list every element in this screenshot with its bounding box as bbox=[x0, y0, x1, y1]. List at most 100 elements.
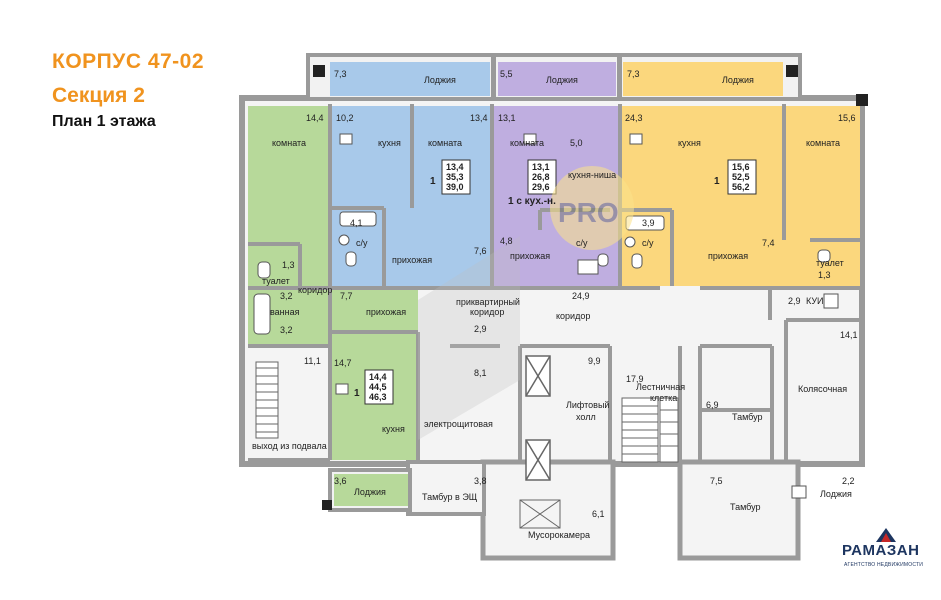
room-area: 13,1 bbox=[498, 113, 516, 123]
room-label: с/у bbox=[576, 238, 588, 248]
room-label: комната bbox=[272, 138, 306, 148]
room-area: 15,6 bbox=[838, 113, 856, 123]
room-area: 6,1 bbox=[592, 509, 605, 519]
apartment-green-top bbox=[248, 106, 418, 344]
room-label: туалет bbox=[262, 276, 290, 286]
room-area: 1,3 bbox=[818, 270, 831, 280]
apartment-rooms: 1 bbox=[354, 388, 360, 399]
room-area: 3,8 bbox=[474, 476, 487, 486]
room-label: комната bbox=[428, 138, 462, 148]
loggia-label: Лоджия bbox=[424, 75, 456, 85]
partitions bbox=[248, 104, 862, 462]
room-area: 6,9 bbox=[706, 400, 719, 410]
apartment-area-with-loggia: 39,0 bbox=[446, 182, 464, 192]
room-label: Мусорокамера bbox=[528, 530, 590, 540]
apartment-total-area: 35,3 bbox=[446, 172, 464, 182]
room-area: 24,9 bbox=[572, 291, 590, 301]
room-label: приквартирный bbox=[456, 297, 520, 307]
plumbing-fixtures bbox=[253, 133, 839, 499]
loggia-area: 7,3 bbox=[627, 69, 640, 79]
floor-plan-title: План 1 этажа bbox=[52, 113, 156, 130]
loggia-label: Лоджия bbox=[546, 75, 578, 85]
room-label: Тамбур bbox=[730, 502, 761, 512]
apartment-total-area: 44,5 bbox=[369, 382, 387, 392]
vent-blocks bbox=[322, 94, 868, 510]
logo-name: РАМАЗАН bbox=[842, 542, 920, 559]
apartment-area-with-loggia: 29,6 bbox=[532, 182, 550, 192]
room-area: 3,2 bbox=[280, 291, 293, 301]
room-label: КУИ bbox=[806, 296, 824, 306]
room-area: 1,3 bbox=[282, 260, 295, 270]
apartment-living-area: 14,4 bbox=[369, 372, 387, 382]
room-label: с/у bbox=[356, 238, 368, 248]
room-area: 9,9 bbox=[588, 356, 601, 366]
room-label: кухня bbox=[678, 138, 701, 148]
apartment-living-area: 13,1 bbox=[532, 162, 550, 172]
room-label: коридор bbox=[556, 311, 590, 321]
room-area: 10,2 bbox=[336, 113, 354, 123]
room-area: 4,8 bbox=[500, 236, 513, 246]
room-area: 7,5 bbox=[710, 476, 723, 486]
apartment-rooms: 1 bbox=[714, 176, 720, 187]
room-area: 4,1 bbox=[350, 218, 363, 228]
building-title: КОРПУС 47-02 bbox=[52, 50, 205, 73]
apartment-total-area: 26,8 bbox=[532, 172, 550, 182]
room-label: комната bbox=[806, 138, 840, 148]
apartment-area-with-loggia: 56,2 bbox=[732, 182, 750, 192]
room-label: с/у bbox=[642, 238, 654, 248]
room-area: 7,6 bbox=[474, 246, 487, 256]
apartment-box-yellow bbox=[727, 159, 757, 195]
loggia-area: 3,6 bbox=[334, 476, 347, 486]
garbage-chute bbox=[519, 499, 561, 529]
room-area: 7,7 bbox=[340, 291, 353, 301]
apartment-box-green bbox=[364, 369, 394, 405]
room-area: 3,2 bbox=[280, 325, 293, 335]
loggia-area: 7,3 bbox=[334, 69, 347, 79]
room-area: 14,1 bbox=[840, 330, 858, 340]
room-label: комната bbox=[510, 138, 544, 148]
logo-mark-icon bbox=[876, 528, 896, 542]
room-label: прихожая bbox=[366, 307, 406, 317]
room-area: 8,1 bbox=[474, 368, 487, 378]
room-label: электрощитовая bbox=[424, 419, 493, 429]
logo-tagline: АГЕНТСТВО НЕДВИЖИМОСТИ bbox=[844, 562, 924, 568]
room-area: 3,9 bbox=[642, 218, 655, 228]
loggia-label: Лоджия bbox=[354, 487, 386, 497]
room-label: прихожая bbox=[392, 255, 432, 265]
loggia-label: Лоджия bbox=[722, 75, 754, 85]
room-area: 24,3 bbox=[625, 113, 643, 123]
room-label: кухня-ниша bbox=[568, 170, 616, 180]
room-label: Колясочная bbox=[798, 384, 847, 394]
room-area: 13,4 bbox=[470, 113, 488, 123]
room-label: ванная bbox=[270, 307, 300, 317]
apartment-area-with-loggia: 46,3 bbox=[369, 392, 387, 402]
loggias-top bbox=[306, 53, 802, 101]
room-label: туалет bbox=[816, 258, 844, 268]
loggia-area: 5,5 bbox=[500, 69, 513, 79]
room-label: кухня bbox=[382, 424, 405, 434]
apartment-green-bottom bbox=[328, 332, 418, 512]
apartment-box-blue bbox=[441, 159, 471, 195]
room-label: холл bbox=[576, 412, 596, 422]
room-label: Тамбур bbox=[732, 412, 763, 422]
room-area: 5,0 bbox=[570, 138, 583, 148]
room-area: 14,4 bbox=[306, 113, 324, 123]
room-area: 2,9 bbox=[788, 296, 801, 306]
loggia-label: Лоджия bbox=[820, 489, 852, 499]
watermark: PRO bbox=[418, 166, 634, 440]
stairs-main bbox=[621, 397, 679, 463]
apartment-rooms: 1 bbox=[430, 176, 436, 187]
apartment-rooms: 1 с кух.-н. bbox=[508, 196, 556, 207]
elevator-shafts bbox=[525, 355, 551, 481]
room-area: 7,4 bbox=[762, 238, 775, 248]
section-title: Секция 2 bbox=[52, 84, 145, 107]
apartment-living-area: 13,4 bbox=[446, 162, 464, 172]
room-label: прихожая bbox=[510, 251, 550, 261]
room-label: клетка bbox=[650, 393, 677, 403]
room-area: 11,1 bbox=[304, 356, 321, 366]
room-area: 17,9 bbox=[626, 374, 644, 384]
room-label: прихожая bbox=[708, 251, 748, 261]
room-area: 14,7 bbox=[334, 358, 352, 368]
room-label: кухня bbox=[378, 138, 401, 148]
